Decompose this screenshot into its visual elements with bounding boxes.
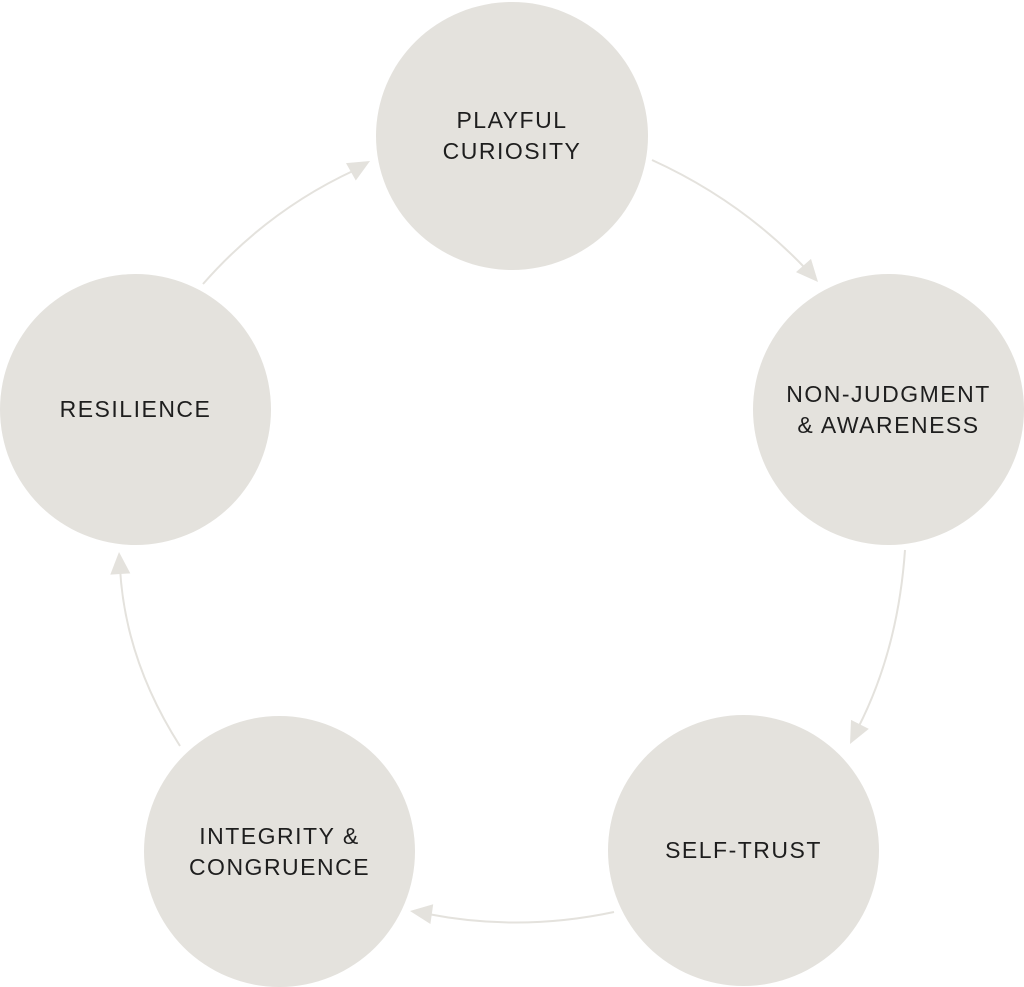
- node-self-trust: SELF-TRUST: [608, 715, 879, 986]
- arrowhead-resilience-to-playful: [346, 161, 370, 181]
- arrow-nonjudgment-to-selftrust: [857, 549, 906, 729]
- arrowhead-playful-to-nonjudgment: [796, 258, 818, 282]
- arrow-playful-to-nonjudgment: [651, 159, 806, 269]
- node-resilience: RESILIENCE: [0, 274, 271, 545]
- arrowhead-selftrust-to-integrity: [410, 904, 434, 924]
- node-playful-curiosity: PLAYFUL CURIOSITY: [376, 2, 648, 270]
- node-label-self-trust: SELF-TRUST: [665, 837, 822, 863]
- arrow-integrity-to-resilience: [119, 567, 181, 747]
- arrow-selftrust-to-integrity: [427, 911, 615, 924]
- node-label-integrity-congruence: INTEGRITY & CONGRUENCE: [188, 822, 371, 880]
- node-integrity-congruence: INTEGRITY & CONGRUENCE: [144, 716, 415, 987]
- node-label-resilience: RESILIENCE: [59, 396, 212, 422]
- node-label-playful-curiosity: PLAYFUL CURIOSITY: [442, 107, 582, 164]
- arrowhead-nonjudgment-to-selftrust: [850, 719, 869, 744]
- arrowhead-integrity-to-resilience: [110, 552, 131, 575]
- arrow-resilience-to-playful: [202, 169, 356, 285]
- node-label-non-judgment-awareness: NON-JUDGMENT & AWARENESS: [786, 380, 991, 438]
- node-non-judgment-awareness: NON-JUDGMENT & AWARENESS: [753, 274, 1024, 545]
